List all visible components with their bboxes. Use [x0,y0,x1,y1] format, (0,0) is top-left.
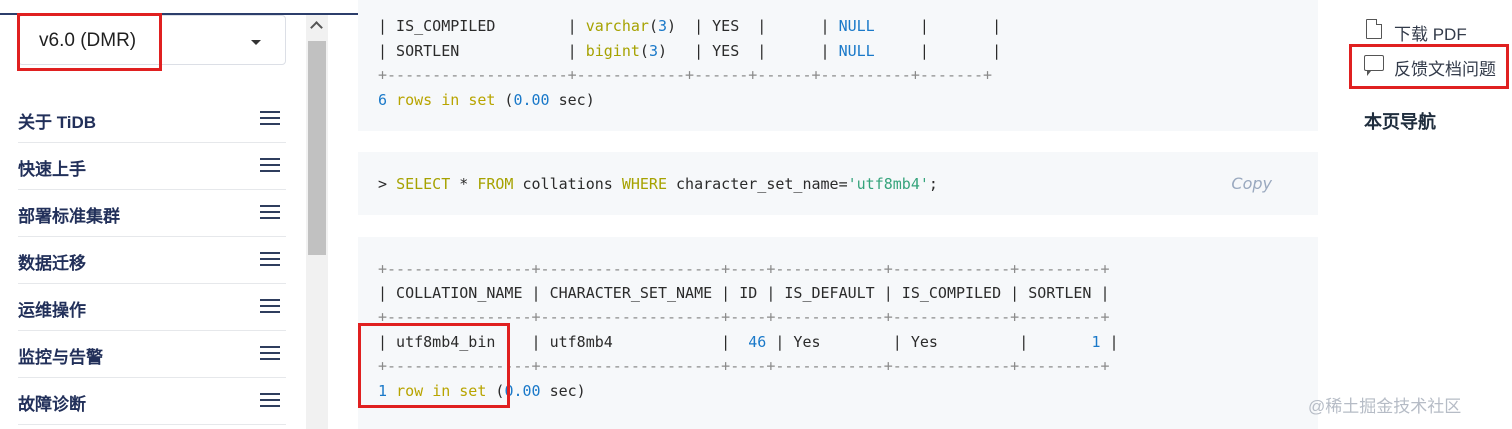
table-border: +----------------+--------------------+-… [378,308,1110,326]
sidebar-item-label: 运维操作 [18,301,86,320]
feedback-comment-icon [1364,55,1384,76]
result-summary: 1 row in set (0.00 sec) [378,382,586,400]
sidebar-item-label: 故障诊断 [18,395,86,414]
sql-query[interactable]: > SELECT * FROM collations WHERE charact… [378,175,938,193]
copy-button[interactable]: Copy [1231,174,1272,193]
code-block-query: > SELECT * FROM collations WHERE charact… [358,152,1318,215]
sidebar-item-label: 关于 TiDB [18,113,97,132]
sidebar-item-label: 数据迁移 [18,254,86,273]
sidebar-item-migration[interactable]: 数据迁移 [18,237,286,284]
menu-icon[interactable] [260,111,280,125]
sidebar-nav: 关于 TiDB 快速上手 部署标准集群 数据迁移 运维操作 监控与告警 故障诊断 [18,96,286,425]
table-border: +--------------------+------------+-----… [378,66,993,84]
toc-title: 本页导航 [1364,112,1436,132]
sidebar-item-label: 快速上手 [18,160,86,179]
sidebar-item-operations[interactable]: 运维操作 [18,284,286,331]
sidebar-item-label: 部署标准集群 [18,207,120,226]
version-select[interactable]: v6.0 (DMR) [18,15,286,65]
table-header: | COLLATION_NAME | CHARACTER_SET_NAME | … [378,284,1110,302]
menu-icon[interactable] [260,158,280,172]
code-block-result: +----------------+--------------------+-… [358,237,1318,429]
table-border: +----------------+--------------------+-… [378,260,1110,278]
chevron-down-icon [251,40,261,45]
scrollbar-thumb[interactable] [308,41,326,255]
table-row: | SORTLEN | bigint(3) | YES | | NULL | | [378,42,1002,60]
feedback-label: 反馈文档问题 [1394,60,1496,79]
menu-icon[interactable] [260,299,280,313]
scroll-up-arrow-icon[interactable] [306,15,328,37]
pdf-file-icon [1366,19,1382,39]
sidebar-item-monitoring[interactable]: 监控与告警 [18,331,286,378]
sidebar-item-about[interactable]: 关于 TiDB [18,96,286,143]
version-select-value: v6.0 (DMR) [39,30,137,51]
menu-icon[interactable] [260,393,280,407]
sidebar-item-deploy[interactable]: 部署标准集群 [18,190,286,237]
menu-icon[interactable] [260,346,280,360]
menu-icon[interactable] [260,205,280,219]
sidebar-scrollbar[interactable] [306,15,328,429]
sidebar-item-label: 监控与告警 [18,348,103,367]
download-pdf-label: 下载 PDF [1394,25,1467,44]
sidebar-item-quick-start[interactable]: 快速上手 [18,143,286,190]
menu-icon[interactable] [260,252,280,266]
watermark: @稀土掘金技术社区 [1308,397,1462,416]
code-block-previous-output: | IS_COMPILED | varchar(3) | YES | | NUL… [358,0,1318,131]
table-row: | IS_COMPILED | varchar(3) | YES | | NUL… [378,17,1002,35]
table-row: | utf8mb4_bin | utf8mb4 | 46 | Yes | Yes… [378,333,1119,351]
sidebar-item-troubleshoot[interactable]: 故障诊断 [18,378,286,425]
table-border: +----------------+--------------------+-… [378,357,1110,375]
result-summary: 6 rows in set (0.00 sec) [378,91,595,109]
